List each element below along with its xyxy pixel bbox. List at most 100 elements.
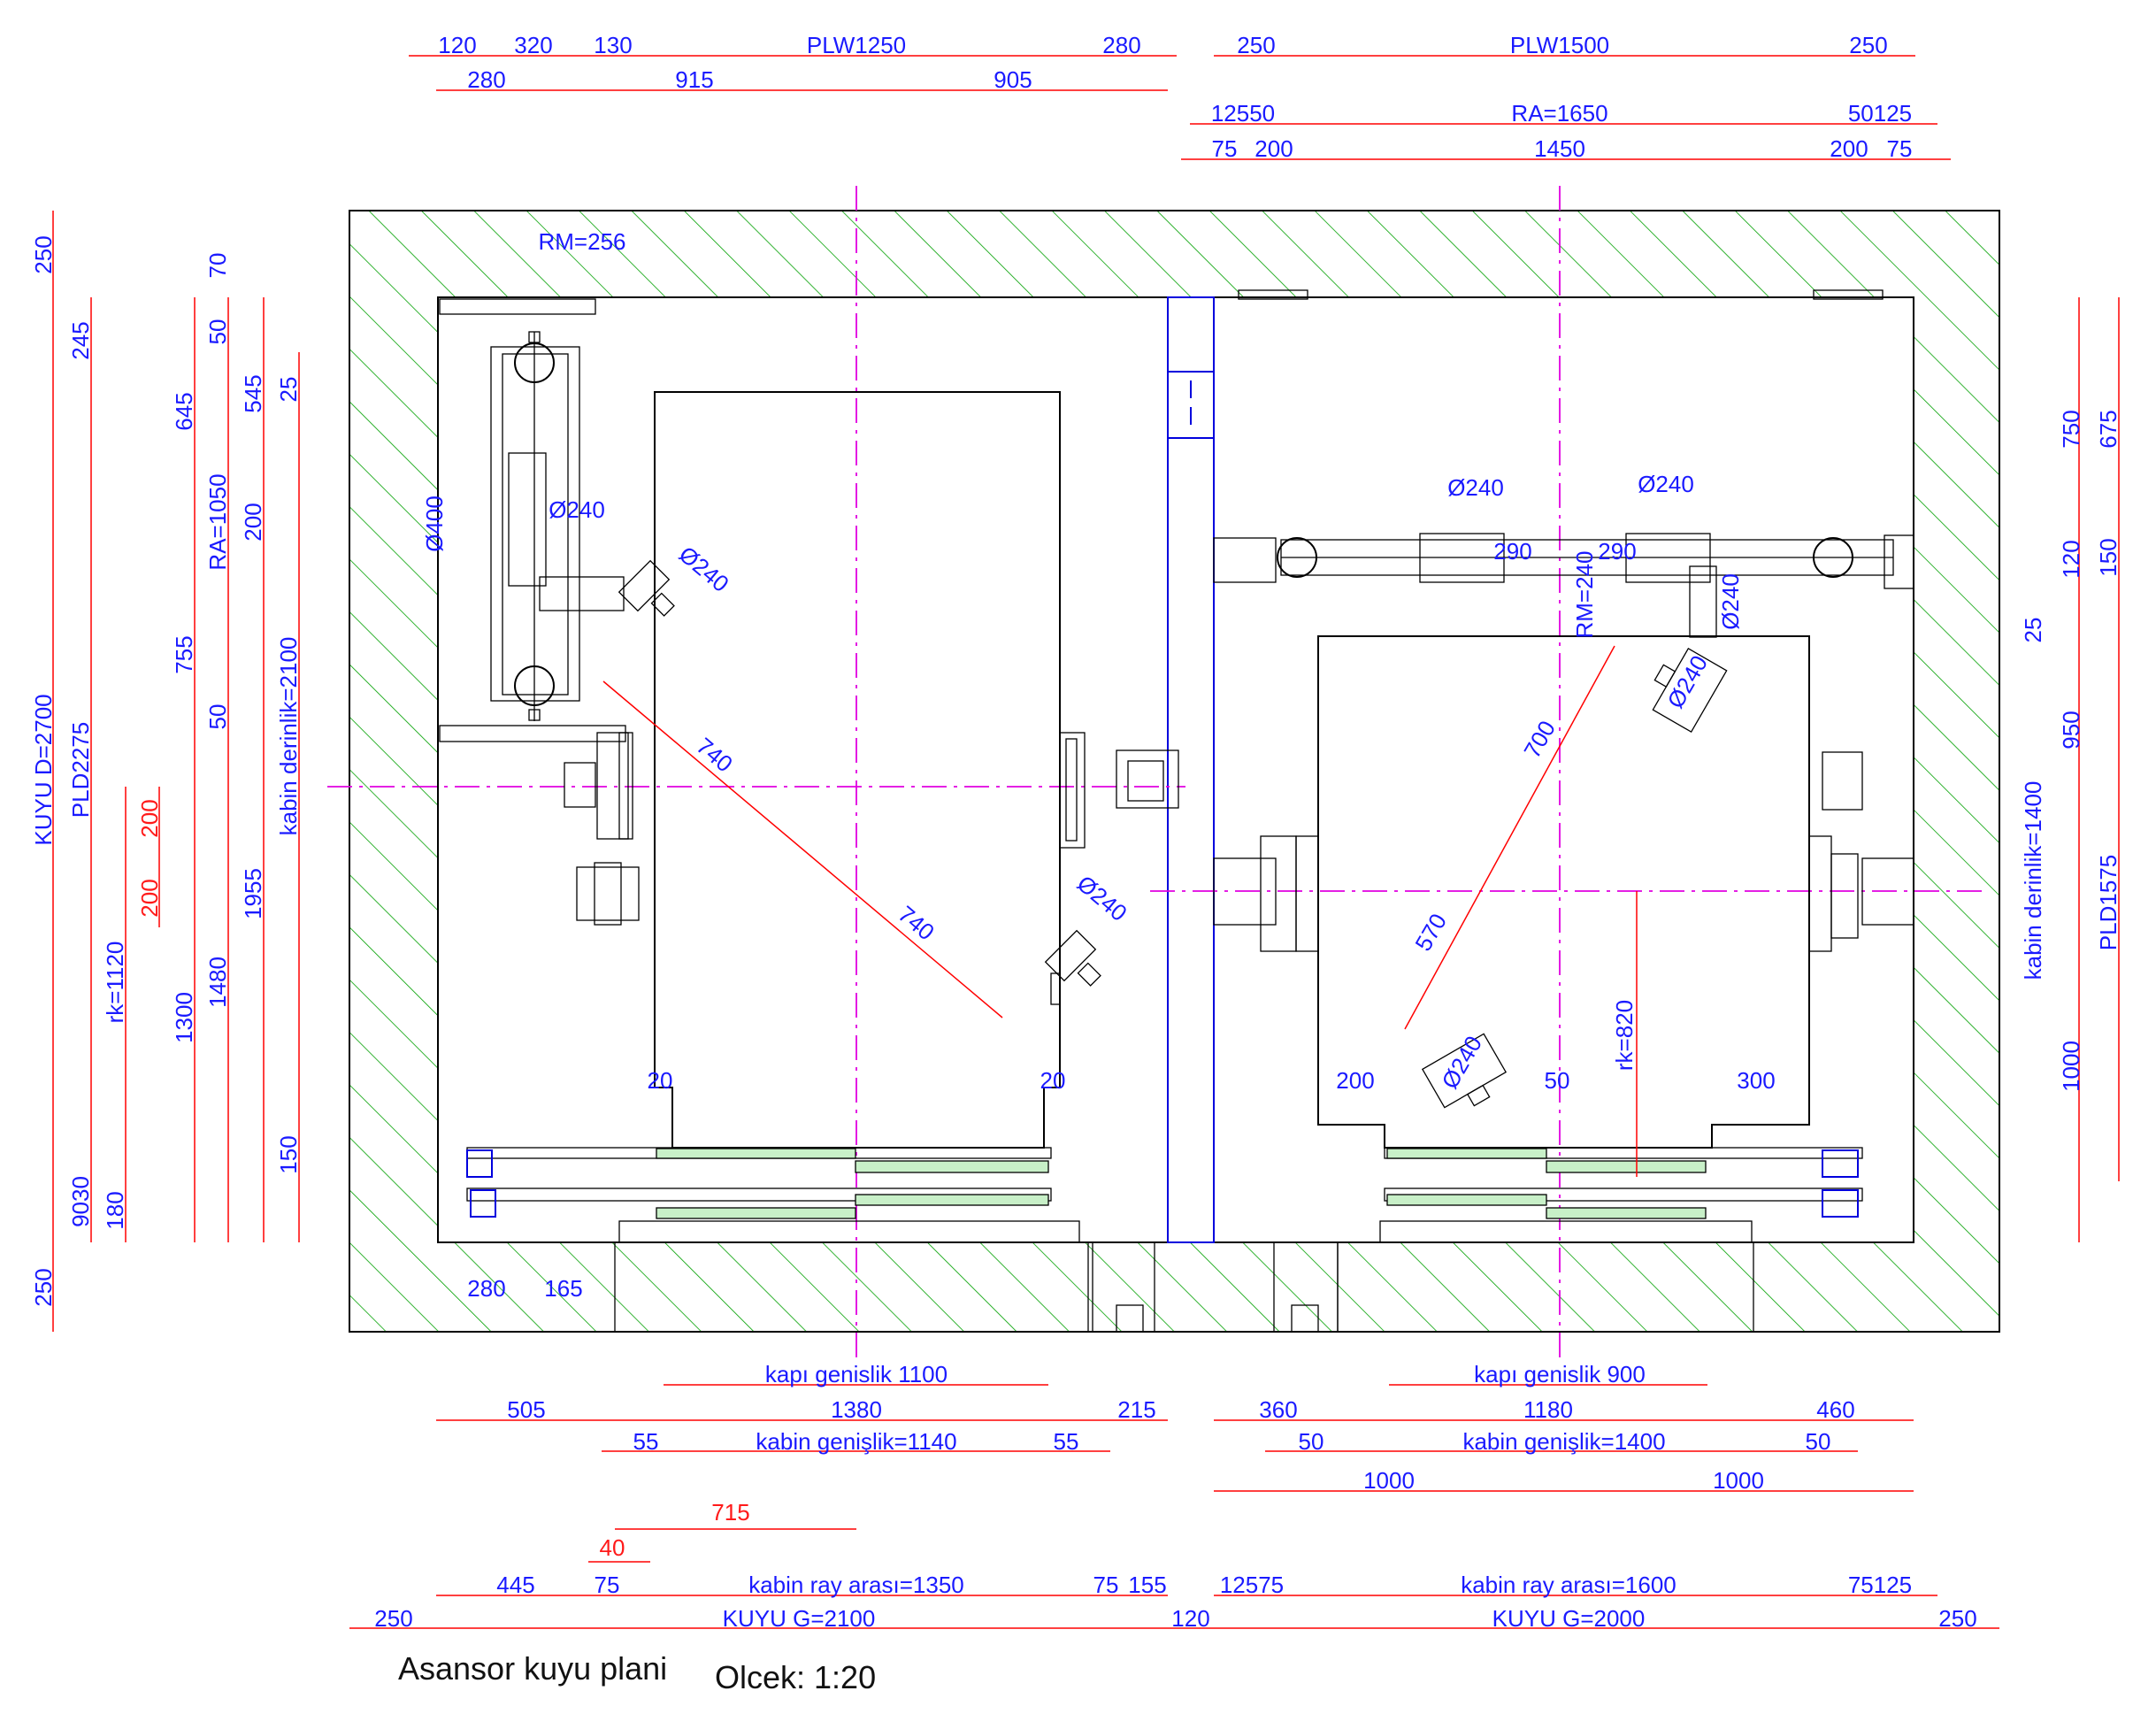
- right-dimensions: 750 120 950 1000 675 150 25 PLD1575 kabi…: [2020, 410, 2121, 1092]
- dim-left-1480: 1480: [204, 957, 231, 1008]
- dim-b2-50a: 50: [1299, 1428, 1324, 1455]
- dim-left-645: 645: [171, 392, 197, 430]
- dim-b1-215: 215: [1117, 1396, 1155, 1423]
- dim-left-pld2275: PLD2275: [67, 722, 94, 818]
- label-d240-c: Ø240: [1072, 870, 1132, 926]
- dim-b1-460: 460: [1816, 1396, 1854, 1423]
- label-290-a: 290: [1493, 538, 1531, 565]
- dim-top-280: 280: [1102, 32, 1140, 58]
- dim-top-905: 905: [994, 66, 1032, 93]
- dim-left-kuyu-d: KUYU D=2700: [30, 694, 57, 845]
- dim-right-675: 675: [2095, 410, 2121, 448]
- dim-left-545: 545: [240, 374, 266, 412]
- dim-left-200-red-b: 200: [136, 879, 163, 917]
- dim-b5-kuyu-g-2000: KUYU G=2000: [1492, 1605, 1646, 1632]
- shaft-walls: [349, 210, 2000, 1333]
- label-d240-d: Ø240: [1447, 474, 1504, 501]
- label-rm-right: RM=240: [1571, 551, 1598, 639]
- caption-title: Asansor kuyu plani: [398, 1650, 667, 1687]
- label-gap-20-a: 20: [648, 1067, 673, 1094]
- dim-b5-kuyu-g-2100: KUYU G=2100: [723, 1605, 876, 1632]
- dim-left-70: 70: [204, 253, 231, 279]
- dim-left-1300: 1300: [171, 992, 197, 1043]
- dim-red-715: 715: [711, 1499, 749, 1526]
- dim-top-plw1500: PLW1500: [1510, 32, 1609, 58]
- dim-b4-75125: 75125: [1848, 1572, 1912, 1598]
- dim-b2-50b: 50: [1806, 1428, 1831, 1455]
- dim-b2-55b: 55: [1054, 1428, 1079, 1455]
- dim-top-130: 130: [594, 32, 632, 58]
- top-dimensions: 120 320 130 PLW1250 280 250 PLW1500 250 …: [438, 32, 1912, 162]
- dim-top-280b: 280: [467, 66, 505, 93]
- inner-labels: RM=256 RM=240 Ø400 Ø240 Ø240 Ø240 Ø240 Ø…: [421, 228, 1776, 1302]
- dim-left-755: 755: [171, 635, 197, 673]
- dim-right-120: 120: [2058, 540, 2084, 578]
- center-axes: [327, 186, 1982, 1363]
- bottom-dimensions: kapı genislik 1100 kapı genislik 900 505…: [374, 1361, 1976, 1632]
- label-d240-e: Ø240: [1638, 471, 1694, 497]
- label-rk-820: rk=820: [1611, 1000, 1638, 1071]
- dim-left-ra1050: RA=1050: [204, 473, 231, 570]
- dim-b4-75b: 75: [1093, 1572, 1119, 1598]
- dim-red-40: 40: [600, 1534, 625, 1561]
- label-rm-left: RM=256: [539, 228, 626, 255]
- label-d240-a: Ø240: [549, 496, 605, 523]
- label-d240-h: Ø240: [1436, 1031, 1487, 1093]
- dim-b1-360: 360: [1259, 1396, 1297, 1423]
- dim-top-250a: 250: [1237, 32, 1275, 58]
- left-dimensions: 250 KUYU D=2700 250 245 PLD2275 9030 rk=…: [30, 235, 302, 1306]
- dim-b1-505: 505: [507, 1396, 545, 1423]
- label-gap-300: 300: [1737, 1067, 1775, 1094]
- label-diag-570: 570: [1409, 909, 1452, 956]
- dim-door-right: kapı genislik 900: [1474, 1361, 1646, 1387]
- dim-left-1955: 1955: [240, 868, 266, 919]
- dim-top-200b: 200: [1830, 135, 1868, 162]
- dim-left-rk1120: rk=1120: [102, 942, 128, 1024]
- dim-left-kabin-derinlik: kabin derinlik=2100: [275, 637, 302, 836]
- dim-top-ra1650: RA=1650: [1511, 100, 1607, 127]
- dim-b1-1380: 1380: [831, 1396, 882, 1423]
- dimension-lines: [52, 55, 2120, 1629]
- label-d240-f: Ø240: [1717, 573, 1744, 630]
- label-bottom-165: 165: [544, 1275, 582, 1302]
- dim-door-left: kapı genislik 1100: [765, 1361, 948, 1387]
- dim-left-250a: 250: [30, 235, 57, 273]
- dim-left-245: 245: [67, 321, 94, 359]
- label-290-b: 290: [1598, 538, 1636, 565]
- dim-left-200: 200: [240, 503, 266, 541]
- dim-top-1450: 1450: [1534, 135, 1585, 162]
- dim-b4-ray-1600: kabin ray arası=1600: [1461, 1572, 1676, 1598]
- left-cabin: [439, 298, 1179, 1243]
- label-bottom-280: 280: [467, 1275, 505, 1302]
- dim-b1-1180: 1180: [1523, 1396, 1573, 1423]
- dim-top-75a: 75: [1212, 135, 1238, 162]
- caption-scale: Olcek: 1:20: [715, 1659, 876, 1695]
- dim-left-180: 180: [102, 1191, 128, 1229]
- dim-right-950: 950: [2058, 711, 2084, 749]
- dim-right-25: 25: [2020, 618, 2046, 643]
- dim-top-50125: 50125: [1848, 100, 1912, 127]
- label-gap-200: 200: [1336, 1067, 1374, 1094]
- label-gap-50: 50: [1545, 1067, 1570, 1094]
- dim-b4-75a: 75: [595, 1572, 620, 1598]
- dim-left-25: 25: [275, 377, 302, 403]
- dim-b5-250b: 250: [1938, 1605, 1976, 1632]
- dim-left-9030: 9030: [67, 1176, 94, 1227]
- dim-b4-155: 155: [1128, 1572, 1166, 1598]
- dim-top-12550: 12550: [1211, 100, 1275, 127]
- dim-b3-1000a: 1000: [1363, 1467, 1415, 1494]
- dim-right-1000: 1000: [2058, 1041, 2084, 1092]
- dim-left-50a: 50: [204, 319, 231, 345]
- dim-b5-120: 120: [1171, 1605, 1209, 1632]
- dim-top-320: 320: [514, 32, 552, 58]
- dim-b5-250a: 250: [374, 1605, 412, 1632]
- dim-left-200-red-a: 200: [136, 799, 163, 837]
- dim-right-pld1575: PLD1575: [2095, 855, 2121, 950]
- dim-b3-1000b: 1000: [1713, 1467, 1764, 1494]
- dim-left-250b: 250: [30, 1268, 57, 1306]
- dim-top-plw1250: PLW1250: [807, 32, 906, 58]
- label-d400: Ø400: [421, 496, 448, 552]
- label-gap-20-b: 20: [1040, 1067, 1066, 1094]
- dim-top-200a: 200: [1254, 135, 1293, 162]
